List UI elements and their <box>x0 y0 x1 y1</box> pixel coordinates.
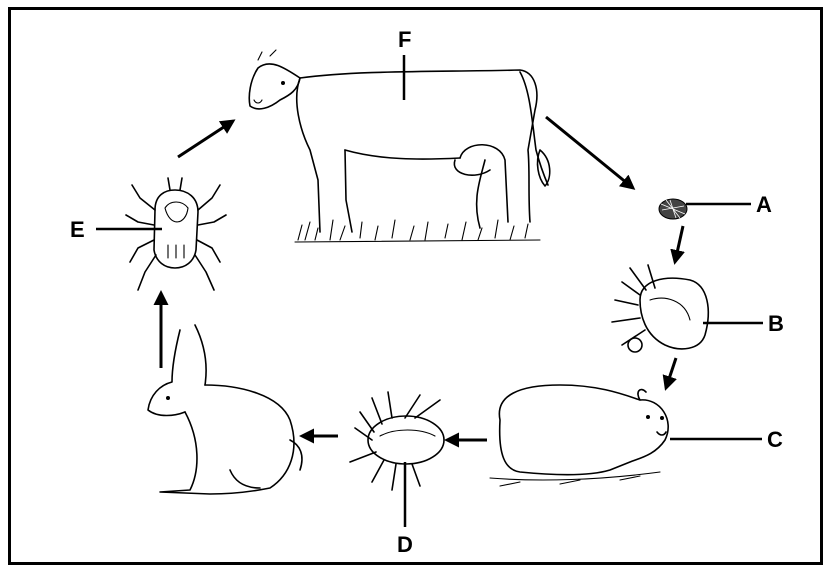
label-f: F <box>398 27 411 52</box>
egg-mass-icon <box>658 198 688 220</box>
leader-lines <box>96 55 763 527</box>
engorged-tick-icon <box>611 264 710 353</box>
arrow-b-to-c <box>662 357 678 391</box>
arrow-e-to-f <box>177 119 236 159</box>
rabbit-icon <box>147 324 303 495</box>
arrow-a-to-b <box>670 225 685 265</box>
label-b: B <box>768 311 784 336</box>
cycle-arrows <box>153 115 685 448</box>
label-a: A <box>756 192 772 217</box>
engorged-nymph-icon <box>349 391 445 491</box>
hyrax-icon <box>489 384 669 487</box>
cow-icon <box>248 49 551 243</box>
adult-tick-icon <box>125 177 227 291</box>
label-d: D <box>397 532 413 557</box>
label-c: C <box>767 427 783 452</box>
label-e: E <box>70 217 85 242</box>
arrow-f-to-a <box>545 115 636 190</box>
